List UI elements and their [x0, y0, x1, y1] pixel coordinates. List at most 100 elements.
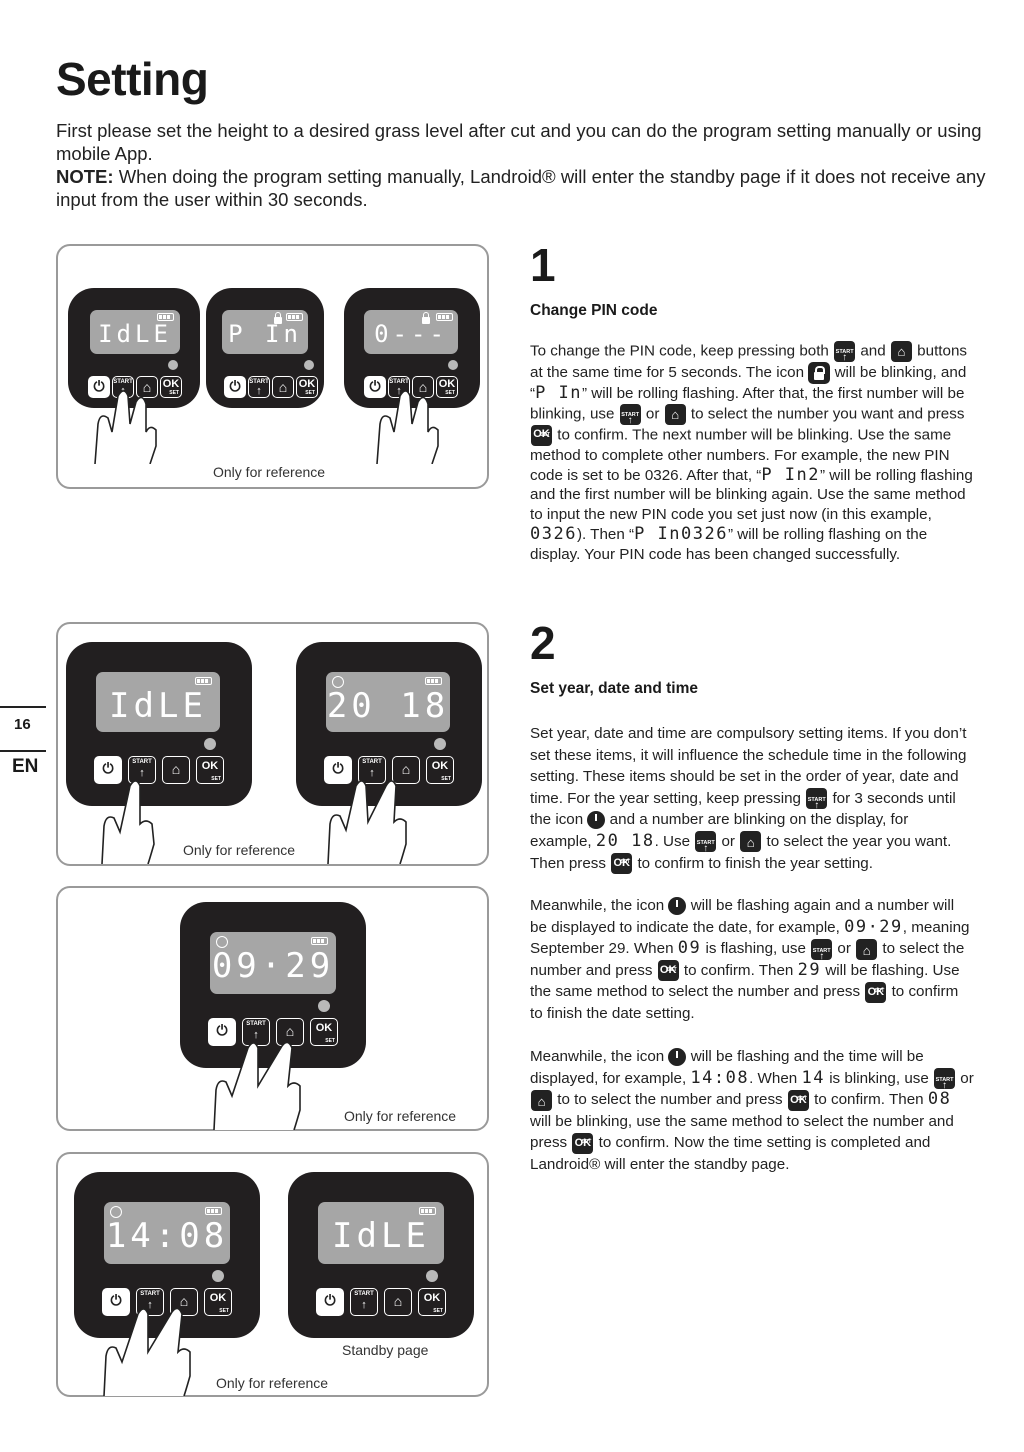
home-button[interactable]: ⌂ [392, 756, 420, 784]
status-led [304, 360, 314, 370]
start-button[interactable]: START↑ [350, 1288, 378, 1316]
power-button[interactable]: ⏻ [224, 376, 246, 398]
battery-icon [311, 937, 328, 945]
clock-icon [668, 896, 687, 915]
page-tab [0, 706, 46, 752]
start-icon: START↑ [806, 788, 828, 811]
power-button[interactable]: ⏻ [94, 756, 122, 784]
status-led [318, 1000, 330, 1012]
step2-paragraph-3: Meanwhile, the icon will be flashing and… [530, 1047, 974, 1173]
lcd-screen: 09·29 [210, 932, 336, 994]
step-number: 2 [530, 617, 556, 669]
hand-illustration [213, 1041, 301, 1130]
start-icon: START↑ [695, 831, 717, 854]
home-icon: ⌂ [531, 1089, 552, 1111]
power-button[interactable]: ⏻ [364, 376, 386, 398]
reference-caption: Only for reference [216, 1375, 329, 1391]
home-icon: ⌂ [664, 403, 686, 425]
lcd-screen: IdLE [90, 310, 180, 354]
home-button[interactable]: ⌂ [136, 376, 158, 398]
start-button[interactable]: START↑ [358, 756, 386, 784]
battery-icon [425, 677, 442, 685]
step-number: 1 [530, 239, 556, 291]
battery-icon [286, 313, 303, 321]
start-button[interactable]: START↑ [128, 756, 156, 784]
lcd-text: IdLE [332, 1216, 430, 1256]
home-button[interactable]: ⌂ [162, 756, 190, 784]
intro-line: First please set the height to a desired… [56, 120, 982, 164]
step2-paragraph-1: Set year, date and time are compulsory s… [530, 723, 974, 875]
start-icon: START↑ [934, 1068, 956, 1091]
language-label: EN [12, 756, 39, 777]
clock-icon [332, 676, 344, 688]
status-led [426, 1270, 438, 1282]
status-led [448, 360, 458, 370]
page-title: Setting [56, 53, 209, 105]
lcd-screen: 14:08 [104, 1202, 230, 1264]
lcd-text: 14:08 [105, 1216, 229, 1256]
home-button[interactable]: ⌂ [272, 376, 294, 398]
home-button[interactable]: ⌂ [384, 1288, 412, 1316]
power-button[interactable]: ⏻ [88, 376, 110, 398]
home-icon: ⌂ [890, 341, 912, 362]
clock-icon [587, 811, 606, 830]
power-button[interactable]: ⏻ [208, 1018, 236, 1046]
reference-caption: Only for reference [213, 464, 326, 480]
home-icon: ⌂ [740, 831, 762, 853]
hand-illustration [101, 780, 155, 864]
standby-caption: Standby page [342, 1342, 429, 1358]
clock-icon [216, 936, 228, 948]
reference-caption: Only for reference [344, 1108, 457, 1124]
status-led [434, 738, 446, 750]
power-button[interactable]: ⏻ [102, 1288, 130, 1316]
hand-illustration [94, 390, 157, 464]
lcd-text: IdLE [98, 320, 172, 348]
start-icon: START↑ [834, 341, 856, 363]
start-button[interactable]: START↑ [136, 1288, 164, 1316]
clock-icon [110, 1206, 122, 1218]
lcd-text: 20 18 [326, 686, 450, 726]
power-button[interactable]: ⏻ [324, 756, 352, 784]
power-button[interactable]: ⏻ [316, 1288, 344, 1316]
home-button[interactable]: ⌂ [170, 1288, 198, 1316]
lcd-text: P In [228, 320, 302, 348]
step-heading: Set year, date and time [530, 680, 698, 697]
start-button[interactable]: START↑ [248, 376, 270, 398]
lcd-screen: 20 18 [326, 672, 450, 732]
step-heading: Change PIN code [530, 302, 658, 319]
step1-body: To change the PIN code, keep pressing bo… [530, 341, 973, 563]
reference-caption: Only for reference [183, 842, 296, 858]
lock-icon [808, 362, 831, 384]
battery-icon [205, 1207, 222, 1215]
status-led [204, 738, 216, 750]
lcd-text: 0--- [374, 320, 448, 348]
page-number: 16 [14, 716, 31, 733]
hand-illustration [103, 1307, 191, 1396]
start-icon: START↑ [811, 938, 833, 962]
status-led [212, 1270, 224, 1282]
lcd-text: 09·29 [211, 946, 335, 986]
